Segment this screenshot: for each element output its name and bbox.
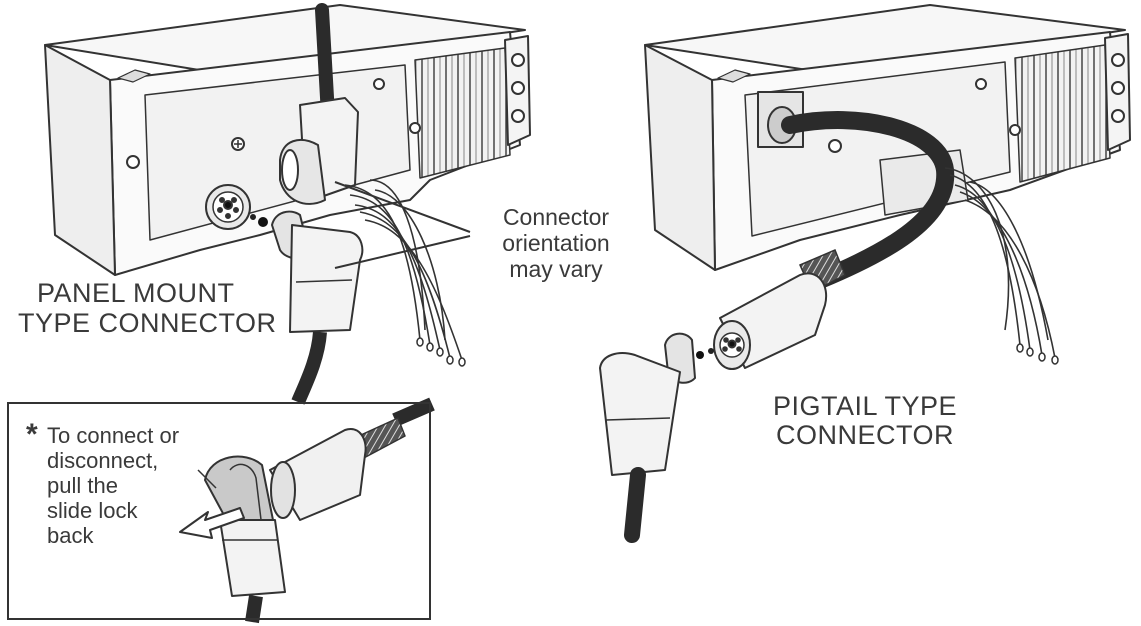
right-angled-plug (599, 332, 696, 476)
leader-line (334, 235, 471, 269)
inset-illustration (204, 397, 435, 624)
panel-mount-label-line2: TYPE CONNECTOR (18, 308, 277, 338)
orientation-label-line2: orientation (502, 230, 610, 256)
slide-lock-inset-box (7, 402, 431, 620)
leader-line (334, 181, 471, 233)
wire-harness-right (944, 167, 1056, 359)
alignment-dot (708, 348, 714, 354)
right-radio-unit (644, 4, 1131, 271)
right-plug-cable (624, 467, 646, 543)
wire-harness-left (344, 179, 463, 361)
alignment-dot (250, 214, 256, 220)
pigtail-socket (713, 272, 828, 370)
antenna-cable-top (315, 3, 335, 122)
pigtail-cable (781, 111, 955, 289)
orientation-label-line1: Connector (502, 204, 610, 230)
plug-cable-left (291, 331, 327, 405)
inset-note-line2: disconnect, (47, 448, 159, 473)
inset-note-line5: back (47, 523, 94, 548)
inset-note-line1: To connect or (47, 423, 180, 448)
wire-ends-left (416, 337, 466, 367)
inset-note-line4: slide lock (47, 498, 138, 523)
wire-ends-right (1016, 343, 1059, 365)
asterisk-mark: * (26, 418, 38, 451)
pigtail-label-line1: PIGTAIL TYPE (772, 391, 958, 421)
upper-angled-connector (279, 97, 359, 205)
lower-angled-plug (271, 210, 364, 333)
alignment-dot (696, 351, 704, 359)
alignment-dot (258, 217, 268, 227)
orientation-label-line3: may vary (509, 256, 603, 282)
pull-back-arrow (179, 507, 245, 539)
note-leader-line (197, 469, 217, 489)
inset-note-line3: pull the (47, 473, 118, 498)
panel-mount-label-line1: PANEL MOUNT (37, 278, 235, 308)
din-socket-left (205, 184, 251, 230)
pigtail-label-line2: CONNECTOR (775, 420, 954, 450)
